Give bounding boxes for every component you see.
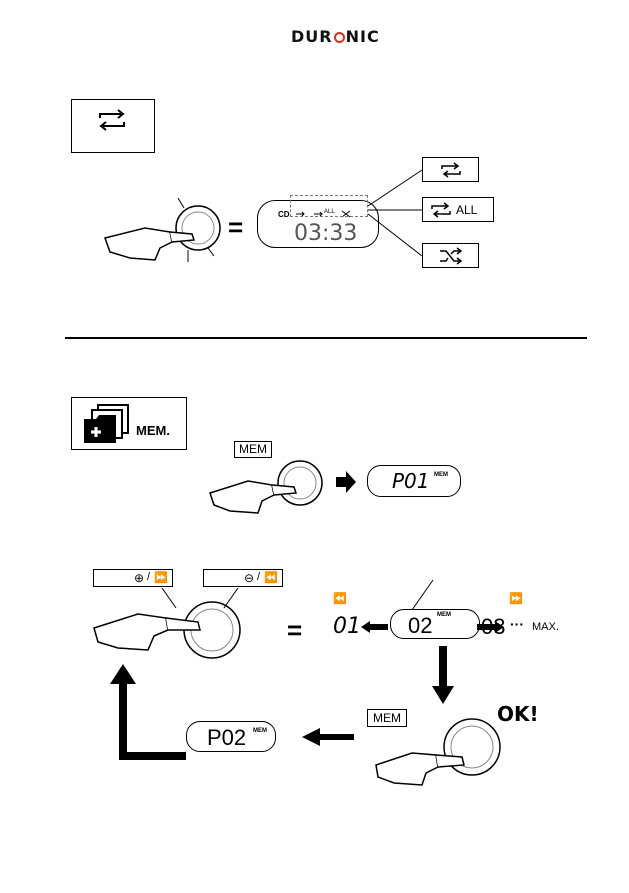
- mem-button-text-2: MEM: [373, 711, 401, 725]
- lcd-display-p01: P01 MEM: [367, 465, 461, 497]
- section-divider: [65, 337, 587, 339]
- lcd-icon-highlight: [290, 195, 368, 217]
- lcd-mem-tag-2: MEM: [437, 612, 451, 618]
- hand-press-mem-confirm-illustration: [375, 718, 501, 786]
- slash-sep-2: /: [257, 571, 261, 583]
- lcd-display-p02: P02 MEM: [186, 721, 276, 752]
- memory-folder-icon: [84, 404, 129, 443]
- repeat-all-icon: [431, 202, 451, 218]
- hand-press-skip-illustration: [93, 588, 241, 659]
- ok-label: OK!: [497, 702, 539, 726]
- repeat-mode-icon-box: [71, 99, 155, 153]
- arrow-left-icon: [361, 621, 388, 633]
- rewind-icon: ⏪: [264, 572, 278, 584]
- lcd-mem-tag-3: MEM: [253, 728, 267, 734]
- slash-sep: /: [147, 571, 151, 583]
- prev-minus-button-label: ⊖ / ⏪: [203, 569, 283, 587]
- track-02: 02: [408, 613, 433, 638]
- lcd-time: 03:33: [294, 221, 358, 246]
- equals-sign: =: [228, 212, 244, 242]
- fast-forward-indicator-icon: ⏩: [509, 593, 523, 605]
- repeat-all-label: ALL: [456, 203, 478, 217]
- shuffle-icon: [440, 247, 463, 265]
- ellipsis: ···: [510, 616, 524, 632]
- repeat-icon: [99, 109, 125, 131]
- lcd-display-track: 02 MEM: [390, 609, 480, 639]
- repeat-one-icon: [441, 162, 461, 178]
- hand-press-mem-illustration: [209, 460, 323, 514]
- lcd-p01-text: P01: [392, 469, 430, 493]
- lcd-display-repeat: CD 03:33 ALL: [257, 200, 379, 248]
- max-label: MAX.: [532, 621, 559, 633]
- brand-logo-text: DUR: [291, 27, 333, 46]
- lcd-mem-tag: MEM: [434, 472, 448, 478]
- arrow-down-icon: [432, 646, 454, 704]
- next-plus-button-label: ⊕ / ⏩: [93, 569, 173, 587]
- power-logo-icon: [333, 32, 345, 43]
- equals-sign-2: =: [287, 615, 303, 645]
- lcd-all-label: ALL: [324, 209, 335, 215]
- hand-press-knob-illustration: [104, 197, 221, 262]
- repeat-all-option: ALL: [422, 197, 494, 222]
- arrow-left-big-icon: [302, 728, 354, 746]
- arrow-right-icon: [336, 471, 356, 493]
- shuffle-option: [422, 243, 479, 268]
- mem-button-label: MEM: [234, 441, 272, 458]
- return-loop-arrow-icon: [110, 664, 186, 760]
- memory-icon-box: MEM.: [71, 397, 187, 450]
- minus-circle-icon: ⊖: [244, 571, 255, 585]
- lcd-p02-text: P02: [207, 725, 247, 750]
- fast-forward-icon: ⏩: [154, 572, 168, 584]
- mem-button-text: MEM: [239, 442, 267, 456]
- repeat-one-option: [422, 157, 479, 182]
- mem-button-label-2: MEM: [367, 709, 407, 727]
- arrow-right-small-icon: [477, 621, 504, 633]
- mem-label: MEM.: [136, 423, 170, 438]
- track-01: 01: [333, 614, 361, 639]
- plus-circle-icon: ⊕: [134, 571, 145, 585]
- brand-logo: DUR NIC: [291, 27, 380, 46]
- rewind-indicator-icon: ⏪: [333, 593, 347, 605]
- brand-logo-text-end: NIC: [345, 27, 380, 46]
- lcd-cd-label: CD: [278, 210, 290, 219]
- track-03: 03: [481, 614, 506, 639]
